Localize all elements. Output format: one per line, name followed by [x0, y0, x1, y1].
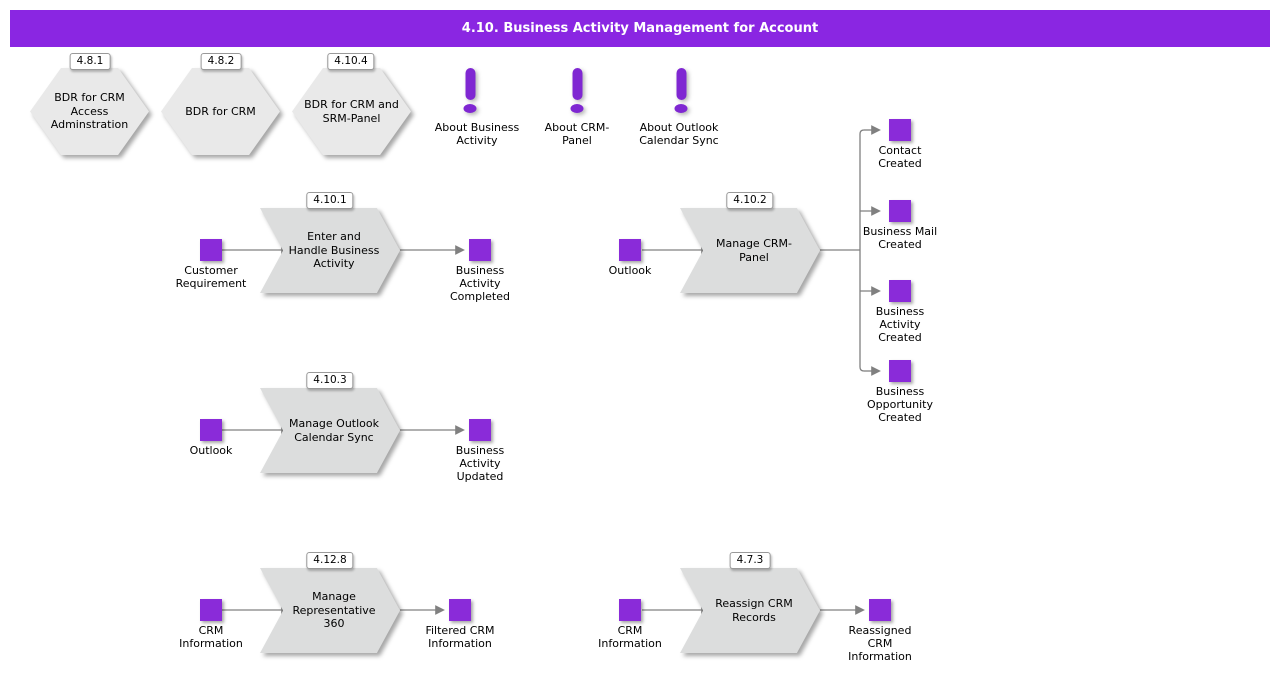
process-label: Enter and Handle Business Activity: [288, 230, 380, 271]
process-badge: 4.12.8: [306, 552, 354, 569]
exclamation-bar: [676, 68, 686, 100]
page-title: 4.10. Business Activity Management for A…: [461, 21, 819, 36]
output-node: [889, 119, 911, 141]
output-node: [889, 200, 911, 222]
output-node: [889, 280, 911, 302]
output-label: Business Opportunity Created: [866, 385, 933, 424]
output-node: [449, 599, 471, 621]
input-node: [619, 239, 641, 261]
note-label: About Business Activity: [434, 121, 520, 147]
hexagon-bdr-crm[interactable]: BDR for CRM: [161, 68, 280, 155]
output-node: [869, 599, 891, 621]
hexagon-label: BDR for CRM: [185, 104, 256, 118]
process-badge: 4.10.2: [726, 192, 774, 209]
hexagon-label: BDR for CRM and SRM-Panel: [304, 98, 399, 125]
hexagon-label: BDR for CRM Access Adminstration: [50, 91, 129, 132]
output-label: Business Activity Updated: [455, 444, 505, 483]
process-label: Manage Outlook Calendar Sync: [288, 417, 380, 444]
note-label: About Outlook Calendar Sync: [639, 121, 719, 147]
input-node: [200, 419, 222, 441]
exclamation-icon[interactable]: [674, 68, 688, 113]
output-label: Filtered CRM Information: [425, 624, 495, 650]
output-node: [469, 419, 491, 441]
exclamation-dot: [570, 104, 584, 113]
note-label: About CRM-Panel: [544, 121, 610, 147]
hexagon-badge: 4.8.2: [200, 53, 242, 70]
input-node: [619, 599, 641, 621]
process-label: Manage CRM-Panel: [716, 237, 792, 264]
exclamation-dot: [674, 104, 688, 113]
hexagon-bdr-crm-srm-panel[interactable]: BDR for CRM and SRM-Panel: [292, 68, 411, 155]
input-label: Outlook: [608, 264, 652, 277]
input-label: CRM Information: [598, 624, 662, 650]
exclamation-icon[interactable]: [570, 68, 584, 113]
process-badge: 4.7.3: [729, 552, 771, 569]
hexagon-badge: 4.10.4: [327, 53, 375, 70]
process-label: Reassign CRM Records: [715, 597, 793, 624]
hexagon-badge: 4.8.1: [69, 53, 111, 70]
output-label: Contact Created: [878, 144, 922, 170]
input-node: [200, 239, 222, 261]
output-node: [469, 239, 491, 261]
exclamation-bar: [465, 68, 475, 100]
exclamation-icon[interactable]: [463, 68, 477, 113]
input-node: [200, 599, 222, 621]
input-label: Outlook: [189, 444, 233, 457]
output-label: Business Activity Completed: [450, 264, 510, 303]
exclamation-bar: [572, 68, 582, 100]
output-node: [889, 360, 911, 382]
branch-line: [859, 129, 865, 372]
hexagon-bdr-crm-access[interactable]: BDR for CRM Access Adminstration: [30, 68, 149, 155]
input-label: Customer Requirement: [175, 264, 247, 290]
output-label: Reassigned CRM Information: [848, 624, 912, 663]
page-title-bar: 4.10. Business Activity Management for A…: [10, 10, 1270, 47]
process-badge: 4.10.1: [306, 192, 354, 209]
output-label: Business Mail Created: [862, 225, 938, 251]
process-badge: 4.10.3: [306, 372, 354, 389]
exclamation-dot: [463, 104, 477, 113]
input-label: CRM Information: [179, 624, 243, 650]
process-label: Manage Representative 360: [292, 590, 376, 631]
output-label: Business Activity Created: [875, 305, 925, 344]
